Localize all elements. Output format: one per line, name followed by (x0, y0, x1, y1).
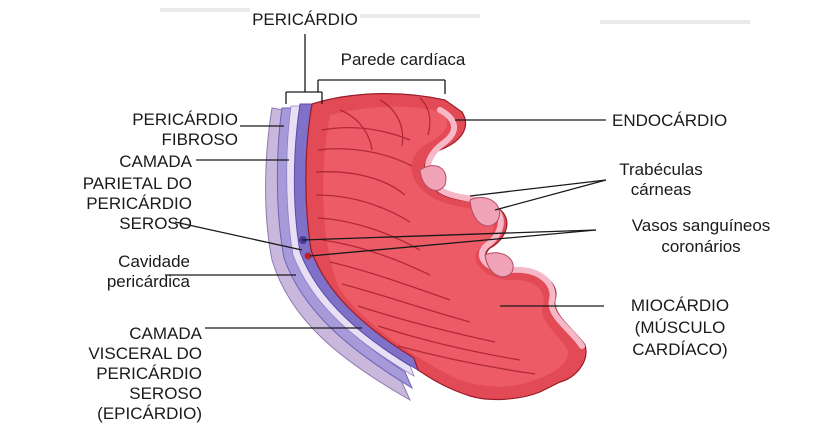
label-trabeculas-line2: cárneas (596, 180, 726, 200)
label-cavidade-line1: Cavidade (30, 252, 190, 272)
label-cavidade-line2: pericárdica (30, 272, 190, 292)
label-camada-parietal-line1: CAMADA (20, 152, 192, 172)
label-camada-parietal-line2: PARIETAL DO (20, 174, 192, 194)
label-endocardio: ENDOCÁRDIO (612, 111, 727, 131)
label-pericardio-fibroso-line1: PERICÁRDIO (70, 110, 238, 130)
label-camada-visceral-line5: (EPICÁRDIO) (20, 404, 202, 424)
label-miocardio-line3: CARDÍACO) (600, 340, 760, 360)
label-parede-cardiaca: Parede cardíaca (318, 50, 488, 70)
label-pericardio-fibroso-line2: FIBROSO (70, 130, 238, 150)
label-camada-visceral-line2: VISCERAL DO (20, 344, 202, 364)
label-camada-visceral-line3: PERICÁRDIO (20, 364, 202, 384)
label-camada-visceral-line4: SEROSO (20, 384, 202, 404)
label-vasos-line1: Vasos sanguíneos (596, 216, 806, 236)
label-miocardio-line1: MIOCÁRDIO (600, 296, 760, 316)
label-camada-visceral-line1: CAMADA (20, 324, 202, 344)
label-camada-parietal-line4: SEROSO (20, 214, 192, 234)
label-trabeculas-line1: Trabéculas (596, 160, 726, 180)
label-camada-parietal-line3: PERICÁRDIO (20, 194, 192, 214)
label-miocardio-line2: (MÚSCULO (600, 318, 760, 338)
label-vasos-line2: coronários (596, 237, 806, 257)
label-pericardio: PERICÁRDIO (245, 10, 365, 30)
